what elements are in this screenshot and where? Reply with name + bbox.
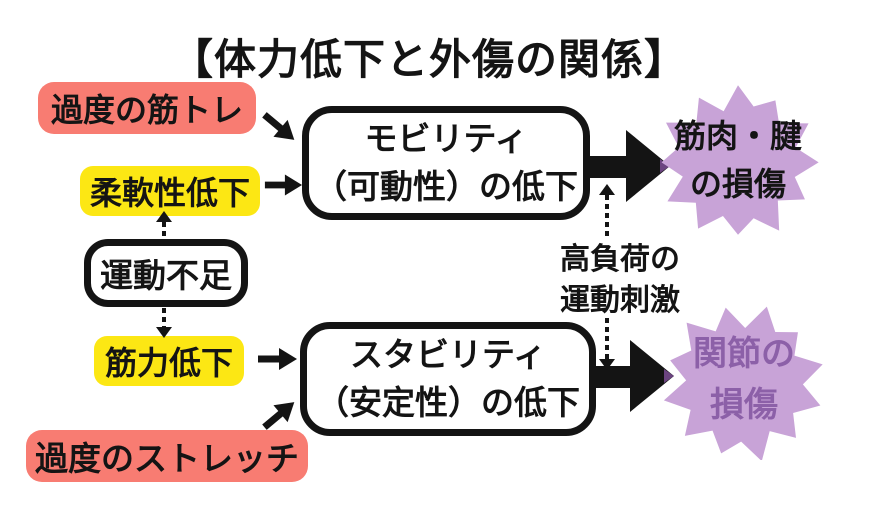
node-stability-decline: スタビリティ （安定性）の低下 xyxy=(300,322,596,436)
arrowhead-down-icon xyxy=(156,327,172,338)
high-load-line2: 運動刺激 xyxy=(560,283,680,317)
block-arrow-stability-to-injury-icon xyxy=(590,340,674,412)
node-flexibility-decline: 柔軟性低下 xyxy=(80,166,260,216)
dotted-line xyxy=(605,195,609,236)
dotted-line xyxy=(162,222,166,239)
dotted-arrow-exercise-to-flexibility-icon xyxy=(156,211,172,239)
high-load-line1: 高負荷の xyxy=(560,243,680,276)
dotted-line xyxy=(162,308,166,327)
burst-muscle-tendon-injury-icon xyxy=(661,85,819,235)
node-lack-of-exercise: 運動不足 xyxy=(84,239,248,307)
mobility-line1: モビリティ xyxy=(364,120,528,158)
arrowhead-up-icon xyxy=(599,184,615,195)
diagram-title: 【体力低下と外傷の関係】 xyxy=(170,36,687,83)
node-mobility-decline: モビリティ （可動性）の低下 xyxy=(302,106,590,220)
dotted-arrow-highload-up-icon xyxy=(599,184,615,236)
arrow-stretching-to-stability-icon xyxy=(262,402,295,430)
stability-line2: （安定性）の低下 xyxy=(316,384,580,421)
arrowhead-up-icon xyxy=(156,211,172,222)
node-excessive-training: 過度の筋トレ xyxy=(38,82,256,134)
joint-line1: 関節の xyxy=(693,335,795,373)
muscle-tendon-line1: 筋肉・腱 xyxy=(673,118,802,154)
mobility-line2: （可動性）の低下 xyxy=(314,168,578,205)
arrow-strength-to-stability-icon xyxy=(258,348,297,370)
dotted-arrow-exercise-to-strength-icon xyxy=(156,308,172,338)
muscle-tendon-line2: の損傷 xyxy=(689,166,786,202)
joint-line2: 損傷 xyxy=(710,386,778,424)
node-excessive-stretching: 過度のストレッチ xyxy=(26,430,308,482)
high-load-annotation: 高負荷の 運動刺激 xyxy=(540,240,700,321)
burst-shape xyxy=(661,85,819,235)
arrowhead-down-icon xyxy=(599,359,615,370)
burst-shape xyxy=(663,306,823,460)
node-strength-decline: 筋力低下 xyxy=(94,336,244,386)
dotted-arrow-highload-down-icon xyxy=(599,318,615,370)
label-muscle-tendon-injury: 筋肉・腱 の損傷 xyxy=(662,100,814,220)
arrow-training-to-mobility-icon xyxy=(262,112,295,140)
burst-joint-injury-icon xyxy=(663,306,823,460)
label-joint-injury: 関節の 損傷 xyxy=(668,320,820,440)
dotted-line xyxy=(605,318,609,359)
stability-line1: スタビリティ xyxy=(349,336,547,374)
arrow-flexibility-to-mobility-icon xyxy=(264,174,303,196)
